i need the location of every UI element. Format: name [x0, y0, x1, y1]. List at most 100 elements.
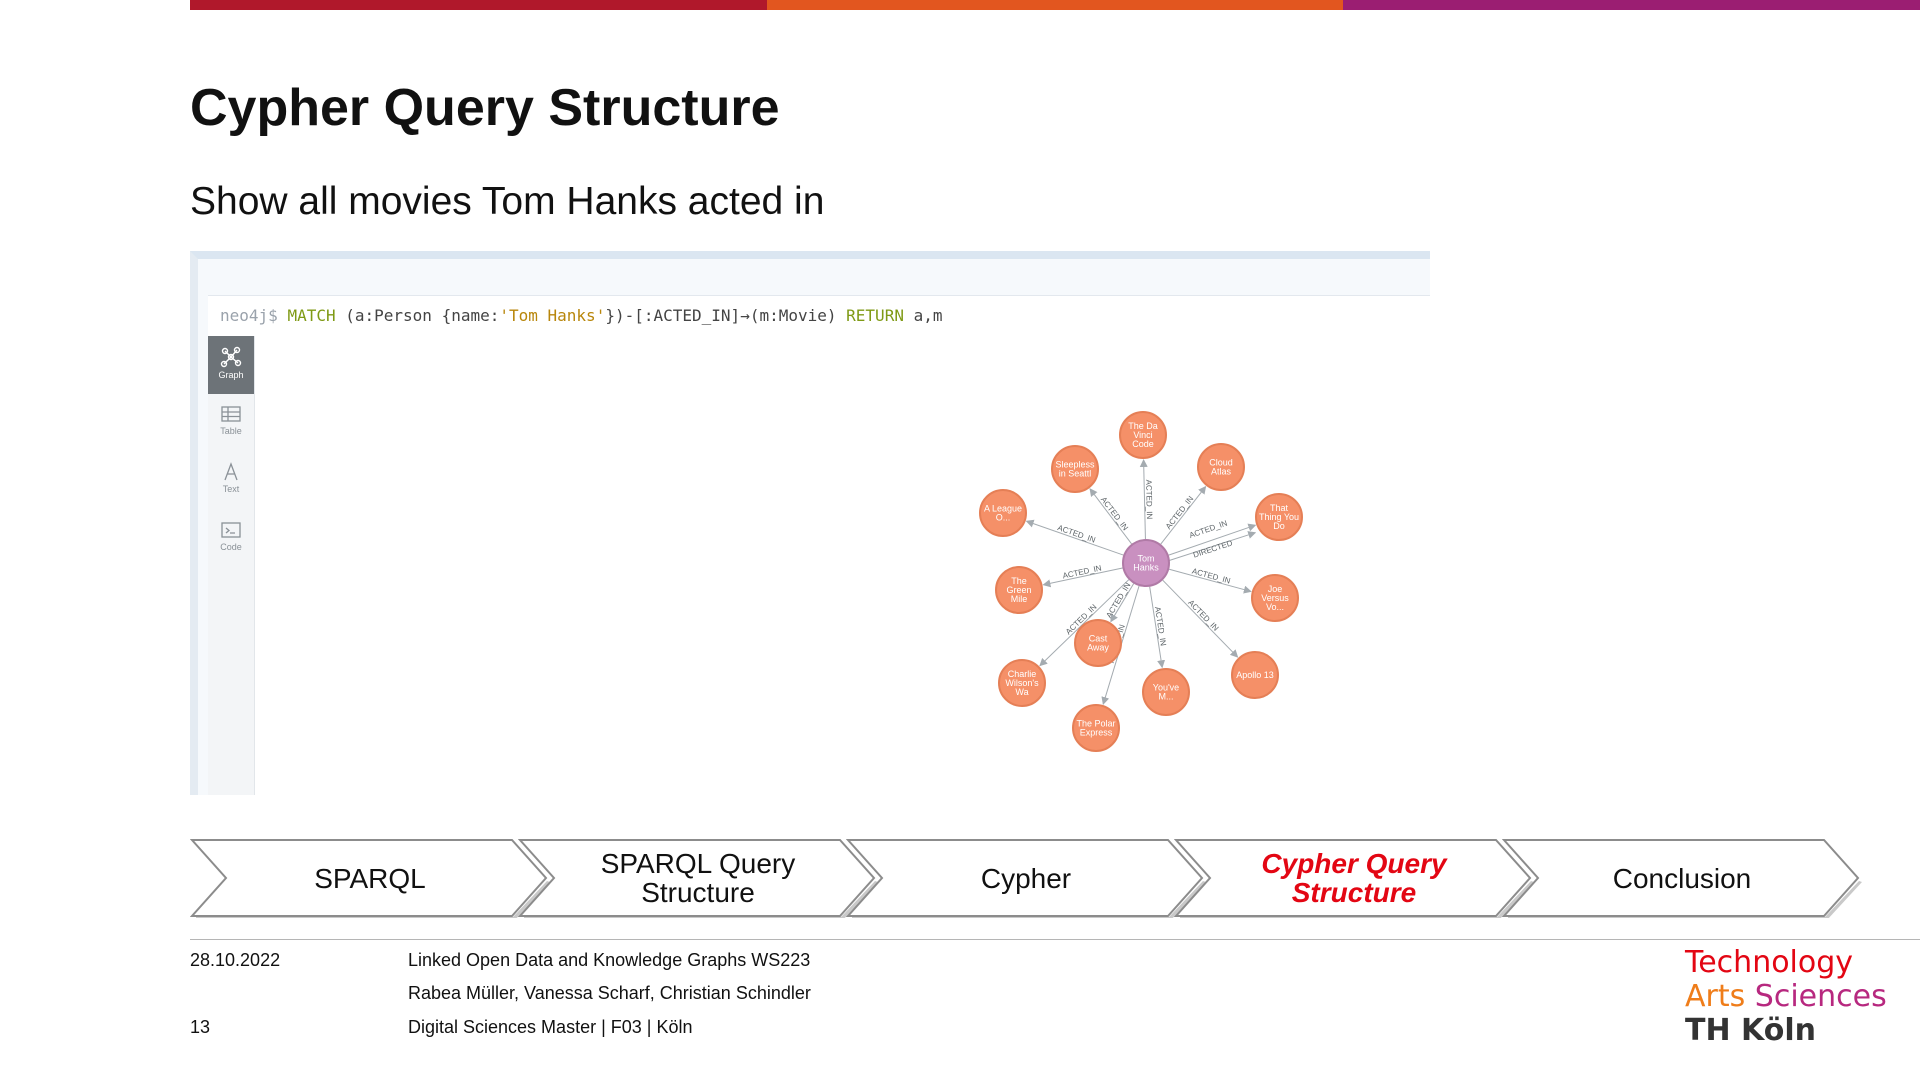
- footer-page-number: 13: [190, 1017, 211, 1037]
- graph-node-label: Versus: [1261, 593, 1289, 603]
- nav-label: Conclusion: [1612, 862, 1752, 894]
- graph-edge[interactable]: [1039, 579, 1130, 667]
- graph-edge[interactable]: [1169, 568, 1252, 594]
- graph-node-label: Away: [1087, 643, 1109, 653]
- tab-code[interactable]: Code: [208, 510, 254, 568]
- graph-node-circle[interactable]: [1119, 411, 1167, 459]
- table-icon: [221, 406, 241, 422]
- logo-technology: Technology: [1685, 945, 1854, 980]
- graph-edge-label: ACTED_IN: [1099, 495, 1130, 532]
- graph-node-movie[interactable]: Apollo 13: [1231, 651, 1279, 699]
- graph-node-label: A League: [984, 504, 1022, 514]
- graph-node-label: Cloud: [1209, 458, 1233, 468]
- graph-node-label: Mile: [1011, 594, 1028, 604]
- query-prompt: neo4j$: [220, 306, 278, 325]
- graph-node-label: Sleepless: [1055, 460, 1095, 470]
- tab-table[interactable]: Table: [208, 394, 254, 452]
- footer-authors: Rabea Müller, Vanessa Scharf, Christian …: [408, 983, 811, 1003]
- graph-node-movie[interactable]: A LeagueO...: [979, 489, 1027, 537]
- graph-node-label: Joe: [1268, 584, 1283, 594]
- graph-node-circle[interactable]: [1231, 651, 1279, 699]
- graph-node-label: The Da: [1128, 421, 1158, 431]
- graph-node-circle[interactable]: [1074, 619, 1122, 667]
- graph-node-movie[interactable]: JoeVersusVo...: [1251, 574, 1299, 622]
- nav-label: Cypher: [980, 862, 1072, 894]
- graph-node-label: in Seattl: [1059, 469, 1092, 479]
- neo4j-browser-screenshot: neo4j$ MATCH (a:Person {name:'Tom Hanks'…: [190, 251, 1430, 795]
- th-koeln-logo: Technology Arts Sciences TH Köln: [1685, 946, 1887, 1048]
- query-text: MATCH (a:Person {name:'Tom Hanks'})-[:AC…: [287, 306, 942, 325]
- nav-item-sparql[interactable]: SPARQL: [190, 838, 552, 918]
- graph-node-movie[interactable]: You'veM...: [1142, 668, 1190, 716]
- graph-edge-label: ACTED_IN: [1144, 480, 1154, 520]
- graph-edge[interactable]: [1025, 519, 1124, 556]
- graph-edge[interactable]: [1042, 567, 1123, 588]
- graph-edge[interactable]: [1162, 579, 1239, 658]
- graph-node-circle[interactable]: [1197, 443, 1245, 491]
- tab-graph[interactable]: Graph: [208, 336, 254, 394]
- text-icon: [224, 462, 238, 481]
- graph-edge[interactable]: [1168, 531, 1257, 562]
- graph-visualization[interactable]: ACTED_IN ACTED_IN ACTED_IN ACTED_IN ACTED_IN…: [255, 336, 1430, 795]
- graph-edge[interactable]: [1089, 488, 1132, 545]
- graph-node-circle[interactable]: [1251, 574, 1299, 622]
- logo-th-koeln: TH Köln: [1685, 1013, 1816, 1048]
- graph-node-circle[interactable]: [1142, 668, 1190, 716]
- logo-arts-sciences: Arts Sciences: [1685, 979, 1887, 1014]
- graph-node-label: Tom: [1137, 554, 1154, 564]
- footer-divider: [190, 939, 1920, 940]
- graph-node-circle[interactable]: [995, 566, 1043, 614]
- graph-node-label: Do: [1273, 521, 1285, 531]
- slide-title: Cypher Query Structure: [190, 79, 780, 137]
- graph-canvas[interactable]: ACTED_IN ACTED_IN ACTED_IN ACTED_IN ACTED_IN…: [255, 336, 1430, 795]
- graph-node-label: Cast: [1089, 634, 1108, 644]
- graph-node-label: Vinci: [1133, 430, 1152, 440]
- graph-node-label: M...: [1159, 692, 1174, 702]
- query-editor[interactable]: neo4j$ MATCH (a:Person {name:'Tom Hanks'…: [208, 295, 1430, 337]
- graph-node-circle[interactable]: [998, 659, 1046, 707]
- graph-node-circle[interactable]: [1255, 493, 1303, 541]
- graph-edge-label: ACTED_IN: [1153, 606, 1168, 647]
- graph-node-circle[interactable]: [979, 489, 1027, 537]
- graph-node-label: The: [1011, 576, 1027, 586]
- graph-node-circle[interactable]: [1051, 445, 1099, 493]
- result-view-tabs: Graph Table Text Code: [208, 336, 255, 795]
- graph-edge[interactable]: [1149, 586, 1166, 669]
- nav-chevron-shape: [846, 839, 1206, 918]
- graph-node-label: Hanks: [1133, 563, 1159, 573]
- tab-text[interactable]: Text: [208, 452, 254, 510]
- graph-edge[interactable]: [1168, 523, 1257, 556]
- nav-item-conclusion[interactable]: Conclusion: [1502, 838, 1864, 918]
- graph-edge[interactable]: [1139, 458, 1148, 540]
- graph-edge-label: DIRECTED: [1192, 538, 1234, 559]
- graph-edge-label: ACTED_IN: [1104, 581, 1132, 620]
- nav-item-cypher[interactable]: Cypher: [846, 838, 1208, 918]
- nav-chevron-shape: [1174, 839, 1534, 918]
- graph-node-label: O...: [996, 513, 1011, 523]
- top-bar-red: [190, 0, 767, 10]
- tab-code-label: Code: [220, 542, 242, 552]
- graph-node-label: The Polar: [1076, 719, 1115, 729]
- graph-node-label: Wa: [1015, 687, 1028, 697]
- graph-edge-label: ACTED_IN: [1164, 494, 1196, 531]
- graph-node-label: Apollo 13: [1236, 670, 1274, 680]
- graph-node-circle[interactable]: [1122, 539, 1170, 587]
- graph-edge[interactable]: [1160, 485, 1207, 545]
- graph-node-circle[interactable]: [1072, 704, 1120, 752]
- query-token-text: })-[:ACTED_IN]→(m:Movie): [605, 306, 847, 325]
- graph-edge[interactable]: [1110, 583, 1135, 623]
